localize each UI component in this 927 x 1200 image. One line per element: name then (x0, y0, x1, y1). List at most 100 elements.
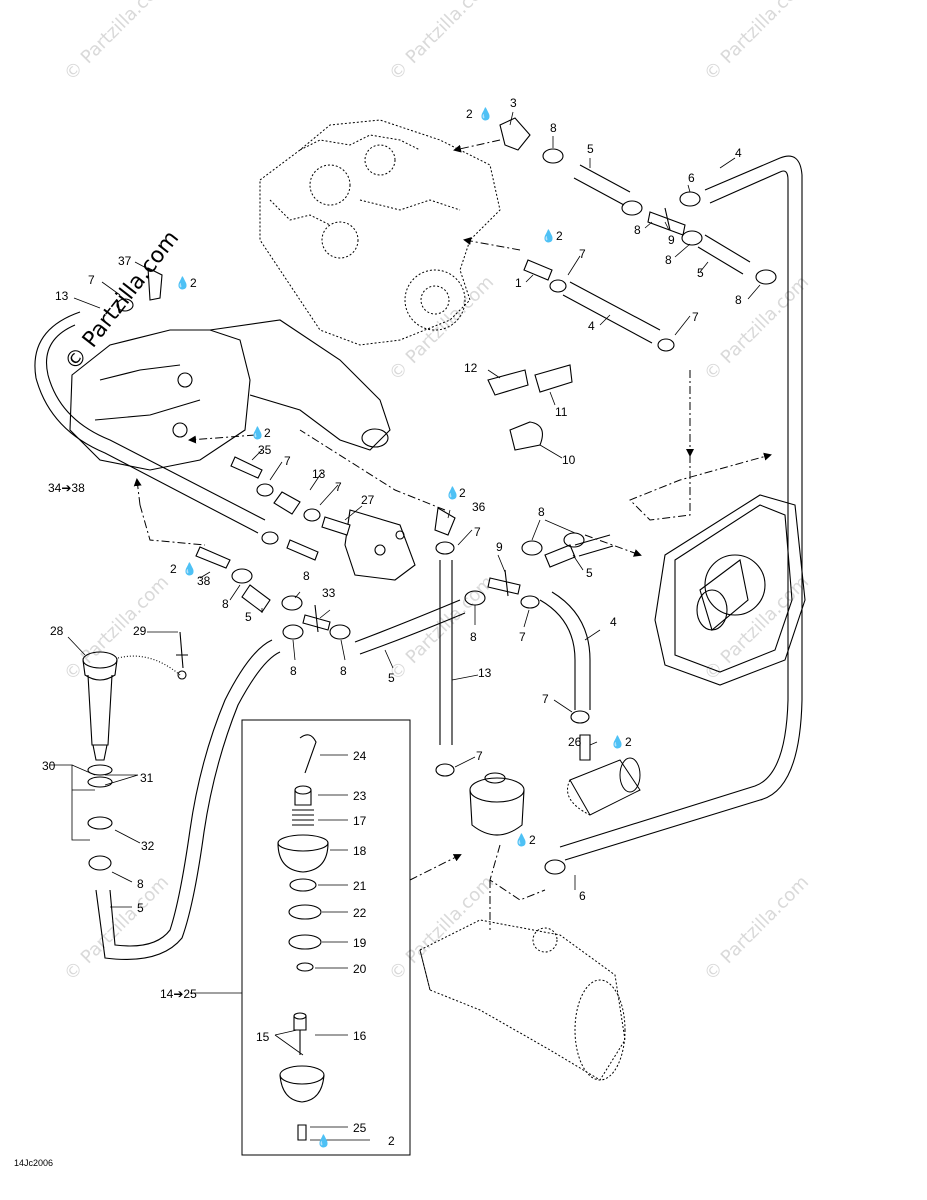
callout-label: 12 (464, 361, 478, 375)
leader-lines (50, 111, 761, 1141)
callout-label: 19 (353, 936, 367, 950)
callout-label: 10 (562, 453, 576, 467)
callout-label: 17 (353, 814, 367, 828)
tube-segments (241, 491, 576, 613)
callout-label: 5 (137, 901, 144, 915)
callout-label: 21 (353, 879, 367, 893)
callout-label: 8 (137, 877, 144, 891)
pump-housing (654, 494, 806, 686)
callout-label: 5 (245, 610, 252, 624)
drop-icon: 💧 (250, 426, 265, 440)
callout-label: 11 (555, 405, 568, 419)
callout-label: 7 (519, 630, 526, 644)
callout-label: 2 (466, 107, 473, 121)
regulator-box (241, 719, 411, 1156)
drop-icon: 💧 (541, 229, 556, 243)
callout-label: 5 (587, 142, 594, 156)
callout-label: 8 (222, 597, 229, 611)
callout-label: 8 (634, 223, 641, 237)
filler-assembly (82, 631, 188, 830)
callout-label: 13 (312, 467, 326, 481)
callout-label: 15 (256, 1030, 270, 1044)
clips (487, 364, 573, 451)
callout-label: 30 (42, 759, 56, 773)
diagram-code: 14Jc2006 (14, 1158, 54, 1168)
callout-label: 5 (586, 566, 593, 580)
drop-icon: 💧 (478, 107, 493, 121)
callout-label: 8 (665, 253, 672, 267)
callout-label: 2 (388, 1134, 395, 1148)
callout-label: 31 (140, 771, 154, 785)
callout-label: 25 (353, 1121, 367, 1135)
callouts: 2 💧 3 8 5 4 6 8 9 8 5 8 💧 2 7 1 4 7 37 💧… (42, 96, 742, 1148)
callout-label: 26 (568, 735, 582, 749)
drop-icon: 💧 (514, 833, 529, 847)
callout-label: 37 (118, 254, 132, 268)
exhaust-manifold (69, 319, 416, 581)
callout-label: 8 (735, 293, 742, 307)
callout-label: 4 (588, 319, 595, 333)
callout-label: 7 (474, 525, 481, 539)
callout-label: 7 (579, 247, 586, 261)
callout-label: 6 (579, 889, 586, 903)
engine-illustration (259, 119, 501, 346)
callout-label: 36 (472, 500, 486, 514)
callout-label: 8 (340, 664, 347, 678)
callout-label: 5 (388, 671, 395, 685)
callout-label: 27 (361, 493, 375, 507)
callout-label: 13 (55, 289, 69, 303)
flow-lines (133, 139, 772, 930)
callout-label: 4 (735, 146, 742, 160)
callout-label: 8 (550, 121, 557, 135)
callout-label: 7 (88, 273, 95, 287)
callout-label: 4 (610, 615, 617, 629)
callout-label: 7 (476, 749, 483, 763)
callout-label: 2 (529, 833, 536, 847)
callout-label: 5 (697, 266, 704, 280)
callout-label: 2 (264, 426, 271, 440)
callout-label: 7 (542, 692, 549, 706)
callout-label: 22 (353, 906, 367, 920)
callout-label: 16 (353, 1029, 367, 1043)
drop-icon: 💧 (182, 562, 197, 576)
callout-label: 23 (353, 789, 367, 803)
callout-label: 8 (290, 664, 297, 678)
callout-label: 9 (496, 540, 503, 554)
callout-label: 20 (353, 962, 367, 976)
callout-label: 2 (556, 229, 563, 243)
callout-label: 7 (692, 310, 699, 324)
regulator-parts (277, 734, 329, 1141)
callout-label: 8 (470, 630, 477, 644)
callout-label: 2 (625, 735, 632, 749)
callout-label: 1 (515, 276, 522, 290)
callout-label: 38 (197, 574, 211, 588)
callout-label: 7 (335, 480, 342, 494)
callout-label: 33 (322, 586, 336, 600)
hoses (34, 155, 803, 960)
callout-label: 7 (284, 454, 291, 468)
callout-label: 2 (170, 562, 177, 576)
callout-label: 8 (538, 505, 545, 519)
clamps (88, 148, 777, 875)
callout-label: 29 (133, 624, 147, 638)
callout-label: 3 (510, 96, 517, 110)
tank-illustration (419, 919, 626, 1081)
drop-icon: 💧 (175, 276, 190, 290)
callout-label: 2 (190, 276, 197, 290)
callout-label: 24 (353, 749, 367, 763)
callout-label: 18 (353, 844, 367, 858)
callout-label: 2 (459, 486, 466, 500)
callout-label: 28 (50, 624, 64, 638)
callout-label: 35 (258, 443, 272, 457)
callout-label: 6 (688, 171, 695, 185)
drop-icon: 💧 (610, 735, 625, 749)
expansion-tank (469, 772, 525, 836)
drop-icon: 💧 (445, 486, 460, 500)
callout-label: 34➔38 (48, 481, 85, 495)
filter-element (567, 757, 641, 816)
fittings (147, 117, 686, 761)
drop-icon: 💧 (316, 1134, 331, 1148)
callout-label: 32 (141, 839, 155, 853)
callout-label: 8 (303, 569, 310, 583)
